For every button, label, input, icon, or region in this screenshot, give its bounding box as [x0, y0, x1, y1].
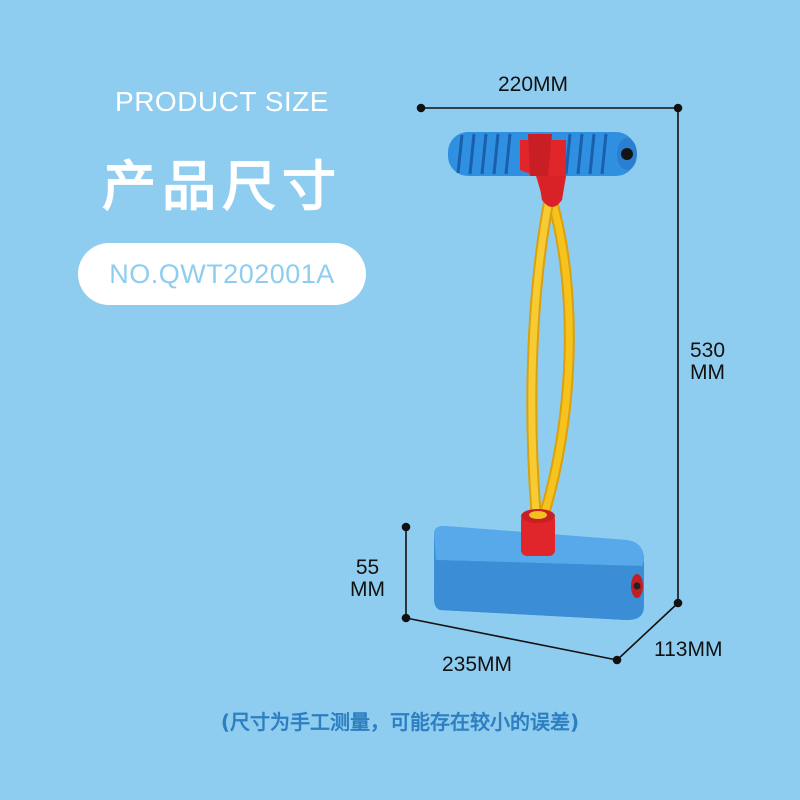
model-number-badge: NO.QWT202001A — [78, 243, 366, 305]
height-unit: MM — [690, 361, 726, 384]
base-height-unit: MM — [350, 578, 385, 601]
model-number-text: NO.QWT202001A — [109, 258, 335, 289]
width-label: 220MM — [498, 73, 569, 96]
yellow-tubes — [526, 194, 575, 531]
base-cap-icon — [633, 582, 641, 590]
product-size-heading-chinese: 产品尺寸 — [102, 155, 342, 218]
red-handle-connector — [520, 134, 566, 207]
foam-base — [434, 526, 644, 620]
height-value: 530 — [690, 339, 726, 362]
base-height-endpoint-top — [401, 522, 411, 532]
length-dimension-line — [405, 617, 618, 661]
dimension-lines — [401, 103, 683, 665]
depth-label: 113MM — [654, 638, 723, 661]
base-height-label: 55 MM — [350, 557, 385, 601]
base-height-value: 55 — [355, 556, 380, 579]
depth-dimension-line — [616, 602, 679, 661]
red-base-connector — [521, 509, 555, 556]
length-label: 235MM — [442, 653, 513, 676]
foam-handle — [448, 132, 637, 176]
width-endpoint-left — [416, 103, 426, 113]
handle-cap-icon — [621, 148, 633, 160]
product-size-heading: PRODUCT SIZE — [115, 86, 329, 117]
measurement-disclaimer: (尺寸为手工测量，可能存在较小的误差) — [220, 710, 580, 734]
height-label: 530 MM — [690, 340, 725, 384]
